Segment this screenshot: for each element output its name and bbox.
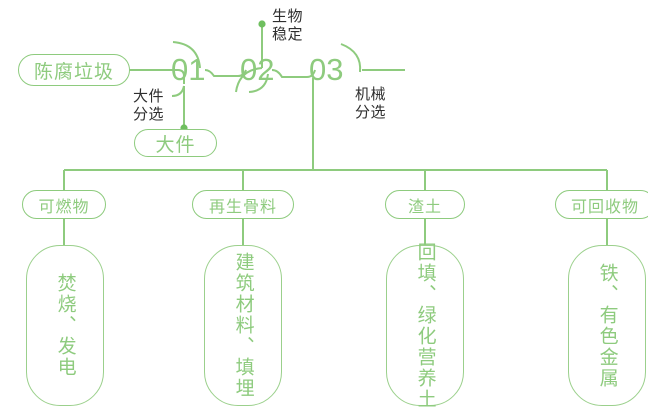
output-destination-recyclables-box[interactable]: 铁、有色金属 xyxy=(568,245,646,406)
note-bio-stabilization-line1: 生物 xyxy=(272,8,304,25)
output-destination-recycled-aggregate-text: 建筑材料、填埋 xyxy=(232,252,254,399)
stage-number-01[interactable]: 01 xyxy=(171,54,205,85)
output-category-recyclables[interactable]: 可回收物 xyxy=(555,190,648,219)
stage-number-01-label: 01 xyxy=(171,52,206,87)
note-bulky-sorting: 大件 分选 xyxy=(133,88,164,125)
output-category-combustible-label: 可燃物 xyxy=(38,198,90,216)
output-destination-slag-soil-box[interactable]: 回填、绿化营养土 xyxy=(386,242,464,410)
arc-03-top xyxy=(340,43,362,73)
side-output-bulky[interactable]: 大件 xyxy=(134,129,217,157)
note-mechanical-sorting-line1: 机械 xyxy=(355,86,387,103)
output-category-slag-soil[interactable]: 渣土 xyxy=(385,190,465,219)
arc-02-bottom xyxy=(248,73,269,93)
output-category-recycled-aggregate[interactable]: 再生骨料 xyxy=(192,190,294,219)
output-category-combustible[interactable]: 可燃物 xyxy=(22,190,106,219)
note-bulky-sorting-line1: 大件 xyxy=(133,88,165,105)
wire-01-to-02 xyxy=(204,69,247,77)
side-output-bulky-label: 大件 xyxy=(155,134,196,156)
arc-01-top xyxy=(172,41,201,69)
output-category-slag-soil-label: 渣土 xyxy=(407,198,442,216)
note-bulky-sorting-line2: 分选 xyxy=(133,106,165,124)
wire-02-to-03 xyxy=(271,69,316,78)
output-destination-recyclables-text: 铁、有色金属 xyxy=(596,262,618,389)
output-destination-slag-soil-text: 回填、绿化营养土 xyxy=(414,241,436,410)
arc-02-top xyxy=(235,67,263,93)
source-node[interactable]: 陈腐垃圾 xyxy=(18,54,130,86)
stage-number-03[interactable]: 03 xyxy=(309,54,343,85)
note-mechanical-sorting: 机械 分选 xyxy=(355,86,386,123)
stage-number-02[interactable]: 02 xyxy=(240,54,274,85)
output-category-recycled-aggregate-label: 再生骨料 xyxy=(208,198,277,216)
stage-number-03-label: 03 xyxy=(309,52,344,87)
source-node-label: 陈腐垃圾 xyxy=(33,61,114,83)
output-destination-recycled-aggregate-box[interactable]: 建筑材料、填埋 xyxy=(204,245,282,406)
note-bio-stabilization: 生物 稳定 xyxy=(272,8,303,45)
note-bio-stabilization-line2: 稳定 xyxy=(272,26,304,44)
output-destination-combustible-text: 焚烧、发电 xyxy=(54,273,76,378)
wire-source-to-01 xyxy=(129,69,185,84)
dot-02-note xyxy=(258,20,266,28)
stage-number-02-label: 02 xyxy=(240,52,275,87)
output-destination-combustible-box[interactable]: 焚烧、发电 xyxy=(26,245,104,406)
output-category-recyclables-label: 可回收物 xyxy=(570,198,639,216)
note-mechanical-sorting-line2: 分选 xyxy=(355,104,387,122)
arc-01-bottom xyxy=(171,85,185,97)
